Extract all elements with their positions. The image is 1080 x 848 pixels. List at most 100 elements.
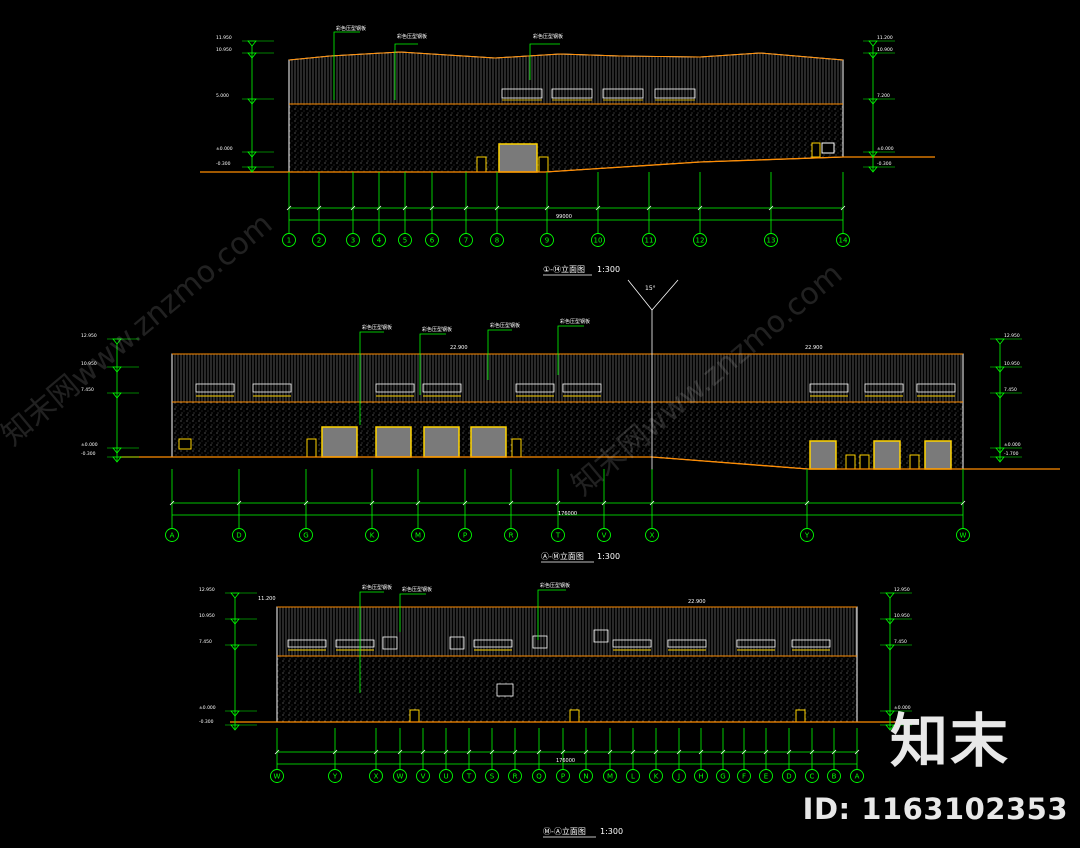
axis-bubble (540, 233, 554, 247)
dimension-tick (583, 749, 589, 755)
axis-bubble (372, 233, 386, 247)
axis-label: W (960, 532, 967, 540)
dimension-tick (653, 749, 659, 755)
elevation-1-cladding (288, 51, 844, 105)
right-level-text: 10.900 (877, 47, 893, 53)
elevation-1-callout-3: 彩色压型钢板 (533, 33, 563, 40)
watermark-logo: 知末 (889, 707, 1010, 775)
axis-bubble (626, 769, 640, 783)
left-level-text: 5.000 (216, 93, 229, 99)
dimension-tick (376, 205, 382, 211)
axis-bubble (416, 769, 430, 783)
dimension-tick (630, 749, 636, 755)
left-level-text: ±0.000 (199, 705, 216, 711)
elevation-2-roof-level-left: 22.900 (450, 345, 468, 351)
elevation-3-roof-level-left: 11.200 (258, 596, 276, 602)
axis-label: P (463, 532, 467, 540)
dimension-tick (429, 205, 435, 211)
axis-label: N (583, 773, 588, 781)
right-level-text: 10.950 (894, 613, 910, 619)
elevation-1-total-dim: 99000 (556, 214, 572, 220)
axis-bubble (800, 528, 814, 542)
axis-bubble (270, 769, 284, 783)
axis-label: 6 (430, 237, 435, 245)
axis-bubble (737, 769, 751, 783)
right-level-text: -0.300 (877, 161, 892, 167)
dimension-tick (854, 749, 860, 755)
dimension-tick (494, 205, 500, 211)
axis-label: M (415, 532, 421, 540)
left-level-marker (247, 40, 257, 47)
elevation-3-total-dim: 176000 (556, 758, 575, 764)
axis-label: 8 (495, 237, 499, 245)
right-level-text: 11.200 (877, 35, 893, 41)
elevation-3-wall (276, 655, 858, 723)
dimension-tick (512, 749, 518, 755)
axis-label: U (443, 773, 448, 781)
left-level-text: -0.300 (199, 719, 214, 725)
elevation-1-wall (288, 103, 844, 173)
elevation-2-callout-2: 彩色压型钢板 (422, 326, 452, 333)
right-level-marker (885, 592, 895, 599)
axis-bubble (556, 769, 570, 783)
axis-label: 11 (645, 237, 654, 245)
axis-label: 1 (287, 237, 291, 245)
dimension-tick (804, 500, 810, 506)
dimension-tick (763, 749, 769, 755)
axis-bubble (956, 528, 970, 542)
left-level-text: ±0.000 (81, 442, 98, 448)
axis-label: P (561, 773, 565, 781)
dimension-tick (698, 749, 704, 755)
axis-bubble (649, 769, 663, 783)
axis-label: A (855, 773, 860, 781)
axis-bubble (299, 528, 313, 542)
axis-label: K (370, 532, 375, 540)
axis-label: 9 (545, 237, 549, 245)
right-level-marker (868, 40, 878, 47)
axis-label: V (602, 532, 607, 540)
axis-bubble (490, 233, 504, 247)
left-level-text: 10.950 (81, 361, 97, 367)
axis-bubble (462, 769, 476, 783)
dimension-tick (236, 500, 242, 506)
elevation-1-callout-1: 彩色压型钢板 (336, 25, 366, 32)
dimension-tick (402, 205, 408, 211)
axis-label: D (236, 532, 241, 540)
dimension-tick (720, 749, 726, 755)
elevation-1-grade (200, 156, 935, 173)
axis-label: 7 (464, 237, 468, 245)
axis-label: C (810, 773, 815, 781)
left-level-text: 10.950 (199, 613, 215, 619)
elevation-1-callout-leaders (333, 31, 560, 100)
left-level-text: -0.300 (216, 161, 231, 167)
axis-label: B (832, 773, 837, 781)
left-level-text: ±0.000 (216, 146, 233, 152)
dimension-tick (960, 500, 966, 506)
elevation-1-levels: 11.95010.9505.000±0.000-0.30011.20010.90… (216, 35, 895, 173)
axis-label: E (764, 773, 768, 781)
elevation-2-callout-1: 彩色压型钢板 (362, 324, 392, 331)
axis-bubble (694, 769, 708, 783)
axis-bubble (532, 769, 546, 783)
elevation-2-callout-leaders (359, 325, 584, 425)
elevation-2-break-line (627, 279, 679, 470)
elevation-1-windows (501, 88, 696, 101)
dimension-tick (646, 205, 652, 211)
dimension-tick (840, 205, 846, 211)
left-level-text: 7.450 (199, 639, 212, 645)
dimension-tick (607, 749, 613, 755)
dimension-tick (741, 749, 747, 755)
axis-bubble (827, 769, 841, 783)
elevation-3-scale: 1:300 (600, 827, 623, 836)
axis-bubble (346, 233, 360, 247)
axis-bubble (411, 528, 425, 542)
axis-bubble (369, 769, 383, 783)
elevation-2-doors (321, 426, 952, 470)
elevation-2-cladding (171, 353, 964, 403)
elevation-3-roof-level-right: 22.900 (688, 599, 706, 605)
axis-label: 5 (403, 237, 407, 245)
